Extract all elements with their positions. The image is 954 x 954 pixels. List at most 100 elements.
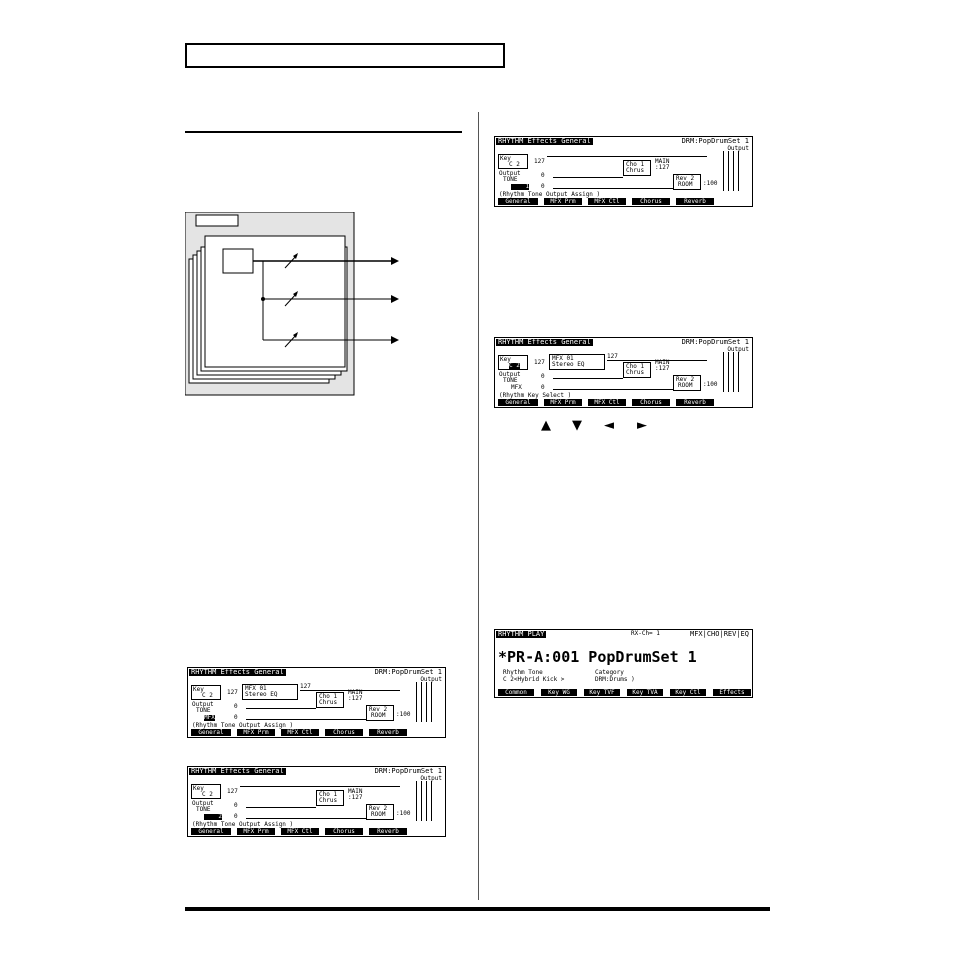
tab-reverb[interactable]: Reverb (369, 729, 407, 736)
param-help: (Rhythm Tone Output Assign ) (499, 191, 601, 198)
key-box[interactable] (191, 685, 221, 700)
tab-chorus[interactable]: Chorus (632, 198, 670, 205)
tab-mfx-ctl[interactable]: MFX Ctl (588, 399, 626, 406)
chorus-label-2: Chrus (626, 369, 645, 376)
lcd-effects-general-mfx: RHYTHM Effects General DRM:PopDrumSet 1 O… (494, 337, 753, 408)
key-box[interactable] (498, 154, 528, 169)
tab-effects[interactable]: Effects (713, 689, 751, 696)
tab-mfx-ctl[interactable]: MFX Ctl (588, 198, 626, 205)
tab-general[interactable]: General (498, 198, 538, 205)
value-0: 0 (234, 703, 238, 710)
value-100: :100 (396, 810, 411, 817)
main-value: :127 (655, 164, 670, 171)
reverb-label-2: ROOM (678, 382, 693, 389)
main-line (547, 156, 707, 157)
output-tone-label: Output (499, 371, 521, 378)
main-label: MAIN (655, 359, 670, 366)
output-tone-label-2: TONE (196, 806, 211, 813)
tab-general[interactable]: General (191, 828, 231, 835)
tab-key-tvf[interactable]: Key TVF (584, 689, 620, 696)
key-box[interactable] (498, 355, 528, 370)
footer-rule (185, 907, 770, 911)
tab-mfx-prm[interactable]: MFX Prm (237, 729, 275, 736)
out-bus-2 (421, 682, 422, 722)
reverb-box (673, 375, 701, 391)
reverb-box (673, 174, 701, 190)
value-127: 127 (534, 359, 545, 366)
rev-line (246, 818, 366, 819)
value-0: 0 (541, 172, 545, 179)
out-bus-3 (426, 682, 427, 722)
mfx-label: MFX 01 (552, 355, 574, 362)
chorus-label: Cho 1 (626, 363, 645, 370)
cursor-down-icon: ▼ (572, 418, 582, 433)
lcd-patch: DRM:PopDrumSet 1 (681, 137, 749, 145)
patch-name: *PR-A:001 PopDrumSet 1 (498, 648, 697, 666)
param-help: (Rhythm Tone Output Assign ) (192, 722, 294, 729)
value-127: 127 (227, 788, 238, 795)
key-label: Key (500, 155, 511, 162)
output-tone-label-2: TONE (196, 707, 211, 714)
output-tone-label: Output (192, 701, 214, 708)
tab-key-ctl[interactable]: Key Ctl (670, 689, 706, 696)
out-bus (416, 682, 417, 722)
tab-mfx-ctl[interactable]: MFX Ctl (281, 828, 319, 835)
tab-reverb[interactable]: Reverb (676, 399, 714, 406)
lcd-patch: DRM:PopDrumSet 1 (374, 668, 442, 676)
reverb-label-2: ROOM (678, 181, 693, 188)
tab-common[interactable]: Common (498, 689, 534, 696)
tone-value[interactable]: 2 (204, 814, 222, 820)
tab-mfx-ctl[interactable]: MFX Ctl (281, 729, 319, 736)
out-bus-3 (426, 781, 427, 821)
lcd-title: RHYTHM Effects General (496, 338, 593, 346)
tab-general[interactable]: General (191, 729, 231, 736)
mfx-row-label: MFX (511, 384, 522, 391)
tab-chorus[interactable]: Chorus (632, 399, 670, 406)
lcd-title: RHYTHM PLAY (496, 630, 547, 638)
out-bus-2 (728, 352, 729, 392)
value-100: :100 (703, 180, 718, 187)
key-box[interactable] (191, 784, 221, 799)
out-bus-4 (431, 781, 432, 821)
lcd-patch: DRM:PopDrumSet 1 (374, 767, 442, 775)
key-value[interactable]: C 2 (509, 362, 520, 369)
chorus-label-2: Chrus (319, 797, 338, 804)
chorus-label-2: Chrus (319, 699, 338, 706)
tab-chorus[interactable]: Chorus (325, 828, 363, 835)
value-127: 127 (534, 158, 545, 165)
cursor-right-icon: ► (637, 418, 647, 433)
tab-key-tva[interactable]: Key TVA (627, 689, 663, 696)
tab-key-wg[interactable]: Key WG (541, 689, 577, 696)
mfx-row-label[interactable]: MFX (204, 714, 215, 721)
chorus-label: Cho 1 (626, 161, 645, 168)
output-label: Output (727, 346, 749, 353)
tab-mfx-prm[interactable]: MFX Prm (544, 399, 582, 406)
effect-status: MFX|CHO|REV|EQ (689, 630, 749, 638)
tab-chorus[interactable]: Chorus (325, 729, 363, 736)
out-bus-2 (728, 151, 729, 191)
output-tone-label: Output (192, 800, 214, 807)
main-value: :127 (655, 365, 670, 372)
tab-general[interactable]: General (498, 399, 538, 406)
main-label: MAIN (348, 788, 363, 795)
tone-value[interactable]: 1 (511, 184, 529, 190)
mfx-box (549, 354, 605, 370)
rhythm-tone-label: Rhythm Tone (503, 669, 543, 676)
reverb-label: Rev 2 (369, 706, 388, 713)
category-label: Category (595, 669, 624, 676)
tab-reverb[interactable]: Reverb (676, 198, 714, 205)
lcd-rhythm-play: RHYTHM PLAY RX-Ch= 1 MFX|CHO|REV|EQ *PR-… (494, 629, 753, 698)
key-label: Key (193, 785, 204, 792)
tab-reverb[interactable]: Reverb (369, 828, 407, 835)
lcd-patch: DRM:PopDrumSet 1 (681, 338, 749, 346)
chapter-header-box (185, 43, 505, 68)
tab-mfx-prm[interactable]: MFX Prm (237, 828, 275, 835)
param-help: (Rhythm Tone Output Assign ) (192, 821, 294, 828)
category-value: DRM:Drums ) (595, 676, 635, 683)
tab-mfx-prm[interactable]: MFX Prm (544, 198, 582, 205)
main-line (607, 360, 707, 361)
out-bus-4 (431, 682, 432, 722)
